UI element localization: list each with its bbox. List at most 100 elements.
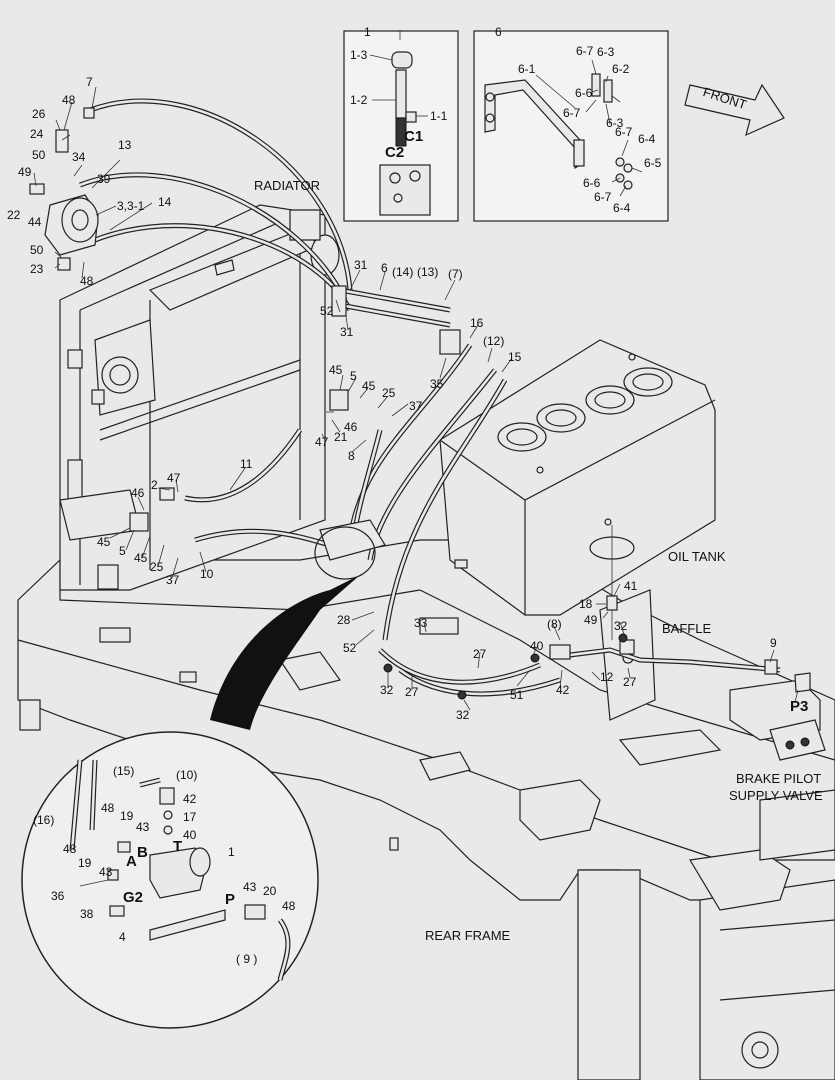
detail-label-P: P xyxy=(225,891,235,908)
label-27b: 27 xyxy=(473,647,487,661)
label-26: 26 xyxy=(32,107,46,121)
detail-label-15p: (15) xyxy=(113,764,134,778)
brake-pilot-supply-valve xyxy=(729,672,826,761)
label-42: 42 xyxy=(556,683,570,697)
label-50a: 50 xyxy=(32,148,46,162)
label-32a: 32 xyxy=(380,683,394,697)
label-34: 34 xyxy=(72,150,86,164)
label-50b: 50 xyxy=(30,243,44,257)
label-24: 24 xyxy=(30,127,44,141)
label-52a: 52 xyxy=(320,304,334,318)
label-37b: 37 xyxy=(166,573,180,587)
label-21: 21 xyxy=(334,430,348,444)
label-12: 12 xyxy=(600,670,614,684)
label-45b: 45 xyxy=(362,379,376,393)
label-1-3: 1-3 xyxy=(350,48,368,62)
label-14: 14 xyxy=(158,195,172,209)
label-27a: 27 xyxy=(405,685,419,699)
leader-lines xyxy=(33,54,799,711)
label-C2: C2 xyxy=(385,144,404,161)
detail-circle xyxy=(21,526,376,1029)
label-48b: 48 xyxy=(80,274,94,288)
label-9: 9 xyxy=(770,636,777,650)
label-32b: 32 xyxy=(456,708,470,722)
label-27c: 27 xyxy=(623,675,637,689)
label-12p: (12) xyxy=(483,334,504,348)
detail-label-20: 20 xyxy=(263,884,277,898)
label-47a: 47 xyxy=(315,435,329,449)
label-32c: 32 xyxy=(614,619,628,633)
hoses xyxy=(79,98,781,697)
detail-label-1: 1 xyxy=(228,845,235,859)
detail-label-19b: 19 xyxy=(78,856,92,870)
label-C1: C1 xyxy=(404,128,423,145)
detail-label-42: 42 xyxy=(183,792,197,806)
radiator xyxy=(59,204,340,591)
label-22: 22 xyxy=(7,208,21,222)
label-45c: 45 xyxy=(97,535,111,549)
label-P3: P3 xyxy=(790,698,808,715)
label-37a: 37 xyxy=(409,399,423,413)
label-1-2: 1-2 xyxy=(350,93,368,107)
label-51: 51 xyxy=(510,688,524,702)
label-6: 6 xyxy=(381,261,388,275)
front-arrow-icon xyxy=(684,83,785,137)
detail-label-43a: 43 xyxy=(136,820,150,834)
label-6-5: 6-5 xyxy=(644,156,662,170)
label-45d: 45 xyxy=(134,551,148,565)
label-41: 41 xyxy=(624,579,638,593)
label-15: 15 xyxy=(508,350,522,364)
detail-box-1 xyxy=(343,30,459,222)
label-7p: (7) xyxy=(448,267,463,281)
label-14p: (14) xyxy=(392,265,413,279)
detail-label-48c: 48 xyxy=(282,899,296,913)
label-48a: 48 xyxy=(62,93,76,107)
label-6-3b: 6-3 xyxy=(606,116,624,130)
detail-label-36: 36 xyxy=(51,889,65,903)
label-52b: 52 xyxy=(343,641,357,655)
label-box-1: 1 xyxy=(364,25,371,39)
label-47b: 47 xyxy=(167,471,181,485)
label-box-6: 6 xyxy=(495,25,502,39)
label-46a: 46 xyxy=(344,420,358,434)
label-6-4a: 6-4 xyxy=(638,132,656,146)
label-31b: 31 xyxy=(340,325,354,339)
detail-box-6 xyxy=(473,30,669,222)
label-8p: (8) xyxy=(547,617,562,631)
label-46b: 46 xyxy=(131,486,145,500)
label-1-1: 1-1 xyxy=(430,109,448,123)
detail-label-48a: 48 xyxy=(101,801,115,815)
detail-label-38: 38 xyxy=(80,907,94,921)
label-6-1: 6-1 xyxy=(518,62,536,76)
label-16: 16 xyxy=(470,316,484,330)
detail-label-G2: G2 xyxy=(123,889,143,906)
label-8: 8 xyxy=(348,449,355,463)
label-6-6a: 6-6 xyxy=(575,86,593,100)
label-25b: 25 xyxy=(150,560,164,574)
label-35: 35 xyxy=(430,377,444,391)
label-40: 40 xyxy=(530,639,544,653)
label-33: 33 xyxy=(414,616,428,630)
label-23: 23 xyxy=(30,262,44,276)
label-supply-valve: SUPPLY VALVE xyxy=(729,788,823,803)
label-39: 39 xyxy=(97,172,111,186)
label-6-7b: 6-7 xyxy=(563,106,581,120)
detail-label-16p: (16) xyxy=(33,813,54,827)
label-6-3a: 6-3 xyxy=(597,45,615,59)
label-11: 11 xyxy=(240,457,253,471)
label-6-7a: 6-7 xyxy=(576,44,594,58)
label-18: 18 xyxy=(579,597,593,611)
label-49a: 49 xyxy=(18,165,32,179)
label-13p: (13) xyxy=(417,265,438,279)
label-6-7c: 6-7 xyxy=(615,125,633,139)
label-brake-pilot: BRAKE PILOT xyxy=(736,771,821,786)
detail-label-17: 17 xyxy=(183,810,197,824)
label-44: 44 xyxy=(28,215,42,229)
label-6-4b: 6-4 xyxy=(613,201,631,215)
label-13: 13 xyxy=(118,138,132,152)
detail-label-A: A xyxy=(126,853,137,870)
label-49b: 49 xyxy=(584,613,598,627)
label-45a: 45 xyxy=(329,363,343,377)
